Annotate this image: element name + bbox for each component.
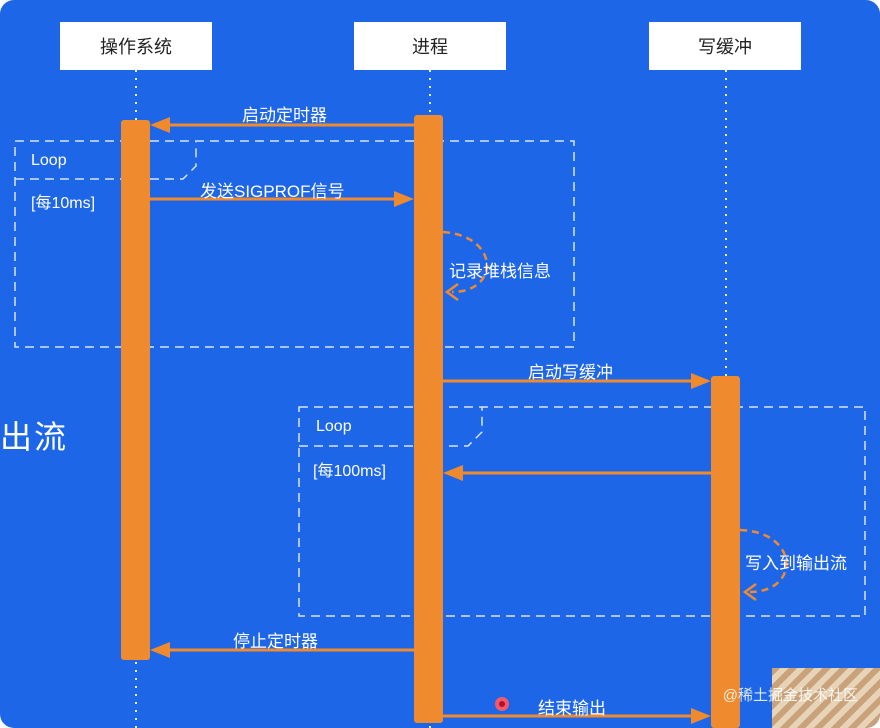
arrow-start-timer: [150, 117, 414, 133]
label-stop-timer: 停止定时器: [233, 632, 318, 651]
video-thumbnail: [772, 668, 880, 728]
loop2-guard: [每100ms]: [313, 463, 386, 480]
loop-frame-2-tag-box: [299, 407, 483, 447]
loop1-tag: Loop: [31, 152, 67, 169]
label-start-timer: 启动定时器: [242, 106, 327, 125]
arrow-send-signal: [150, 191, 414, 207]
participant-os: 操作系统: [60, 22, 212, 70]
arrow-write-stream-self: [739, 528, 788, 602]
activation-buffer: [711, 376, 740, 728]
activation-process: [414, 115, 443, 723]
loop-frame-2: [298, 406, 866, 617]
participant-buffer: 写缓冲: [649, 22, 801, 70]
participant-process: 进程: [354, 22, 506, 70]
arrow-record-stack-self: [442, 230, 489, 302]
activation-os: [121, 120, 150, 660]
label-end-output: 结束输出: [538, 699, 606, 718]
loop2-tag: Loop: [316, 418, 352, 435]
watermark: @稀土掘金技术社区: [722, 687, 858, 704]
label-send-signal: 发送SIGPROF信号: [200, 182, 345, 201]
label-record-stack: 记录堆栈信息: [449, 262, 551, 281]
loop-frame-1: [14, 140, 575, 348]
loop1-guard: [每10ms]: [31, 195, 96, 212]
loop-frame-1-tag-box: [15, 141, 197, 180]
arrow-buffer-return: [443, 465, 711, 481]
arrow-start-buffer: [443, 373, 711, 389]
arrow-end-output: [443, 708, 711, 724]
label-write-stream: 写入到输出流: [745, 554, 847, 573]
label-start-buffer: 启动写缓冲: [528, 363, 613, 382]
side-caption: 出流: [0, 419, 69, 455]
arrow-stop-timer: [150, 642, 414, 658]
